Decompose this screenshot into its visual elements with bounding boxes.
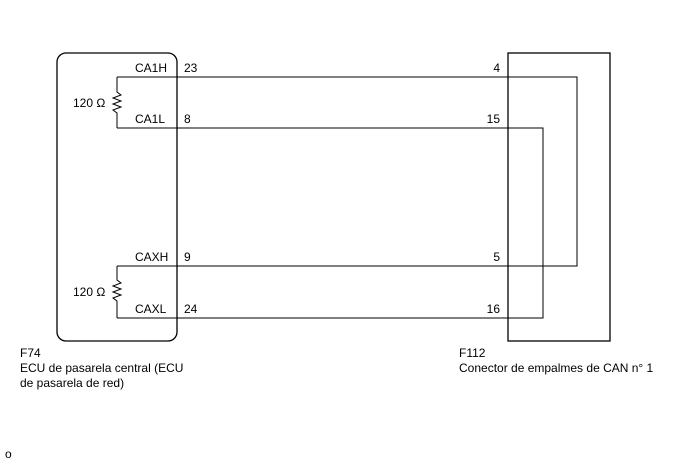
connector-code: F112 xyxy=(459,346,486,360)
connector-name: Conector de empalmes de CAN n° 1 xyxy=(459,361,654,375)
signal-label-ca1l: CA1L xyxy=(135,112,165,126)
ecu-code: F74 xyxy=(20,346,41,360)
connector-pin-number-4: 4 xyxy=(493,61,500,75)
ecu-pin-number-ca1h: 23 xyxy=(184,61,198,75)
footer-text: o xyxy=(5,447,12,461)
connector-pin-number-5: 5 xyxy=(493,250,500,264)
ecu-name-line1: ECU de pasarela central (ECU xyxy=(20,361,183,375)
ecu-box xyxy=(56,52,178,342)
ecu-pin-number-caxh: 9 xyxy=(184,250,191,264)
resistor-bottom xyxy=(111,266,123,318)
connector-pin-number-16: 16 xyxy=(487,302,501,316)
signal-label-caxh: CAXH xyxy=(135,250,168,264)
ecu-name-line2: de pasarela de red) xyxy=(20,376,124,390)
resistor-top xyxy=(111,77,123,128)
ecu-pin-number-caxl: 24 xyxy=(184,302,198,316)
wire-ca1l-to-pin15 xyxy=(117,127,544,319)
resistor-top-label: 120 Ω xyxy=(73,96,105,110)
signal-label-ca1h: CA1H xyxy=(135,61,167,75)
resistor-bottom-label: 120 Ω xyxy=(73,285,105,299)
connector-box xyxy=(507,52,611,342)
connector-pin-number-15: 15 xyxy=(487,112,501,126)
ecu-pin-number-ca1l: 8 xyxy=(184,112,191,126)
signal-label-caxl: CAXL xyxy=(135,302,167,316)
